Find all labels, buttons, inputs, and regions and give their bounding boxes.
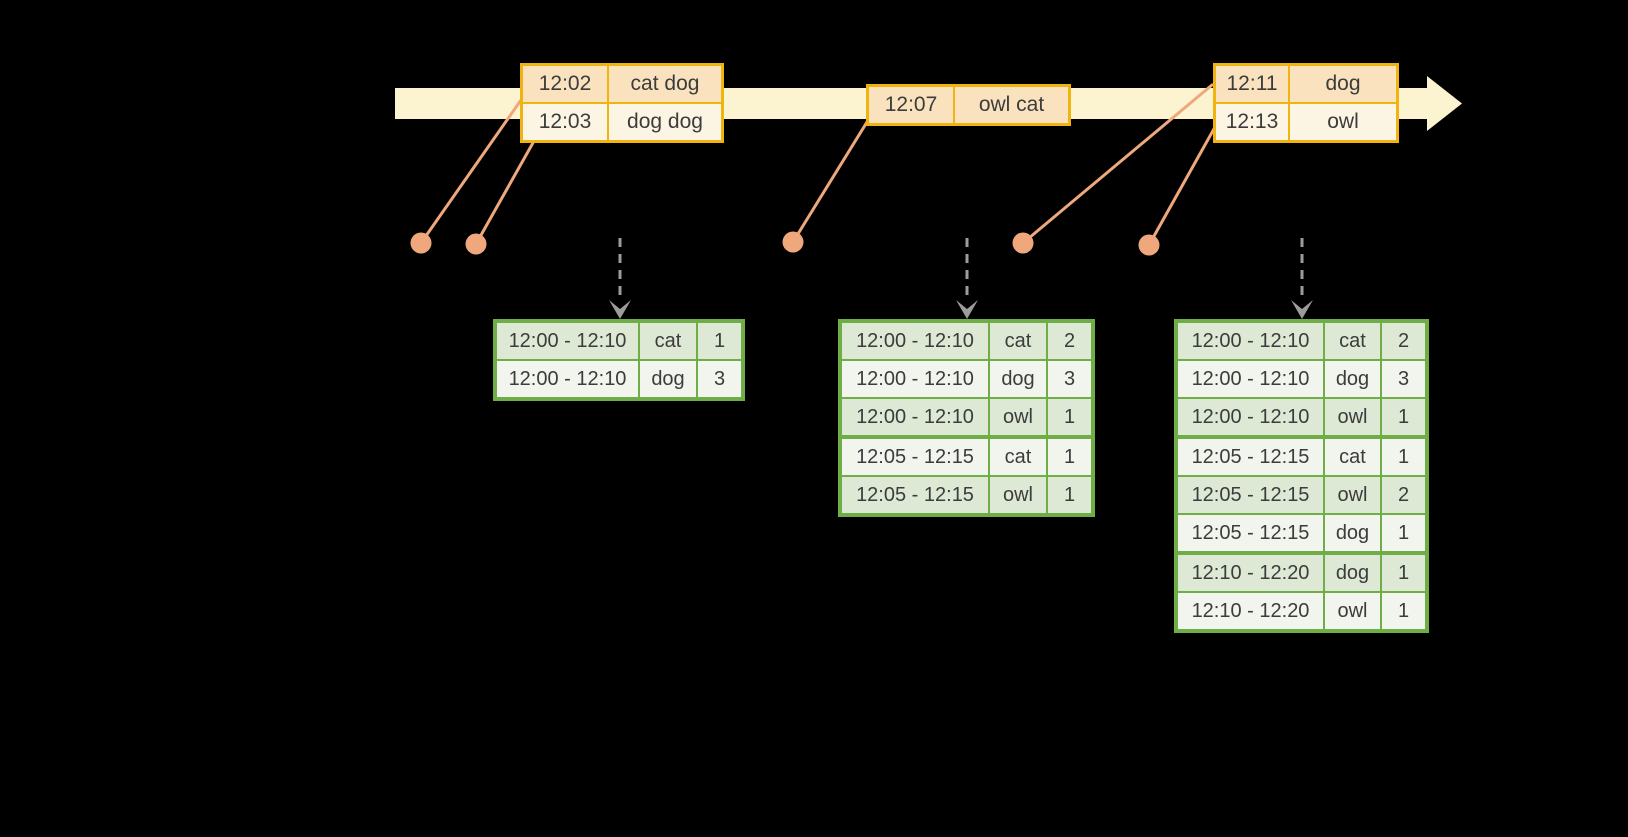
count-cell: 1 [1380, 593, 1425, 629]
word-cell: cat [638, 323, 696, 359]
window-cell: 12:10 - 12:20 [1191, 599, 1310, 622]
count-cell: 1 [1380, 439, 1425, 475]
window-cell: 12:00 - 12:10 [856, 367, 974, 390]
count-cell: 1 [1046, 399, 1091, 435]
word-cell: owl [1323, 477, 1380, 513]
connector-line [791, 120, 869, 244]
words-cell: cat dog [607, 66, 721, 102]
window-cell: 12:05 - 12:15 [856, 445, 974, 468]
count-cell: 3 [1380, 361, 1425, 397]
time-cell: 12:13 [1225, 110, 1279, 133]
connector-line [1021, 83, 1214, 245]
count-cell: 1 [1380, 399, 1425, 435]
event-table-3: 12:11 dog 12:13 owl [1213, 63, 1399, 143]
word-cell: cat [988, 323, 1046, 359]
trigger-arrows [609, 238, 1313, 319]
window-cell: 12:00 - 12:10 [508, 367, 627, 390]
window-cell: 12:00 - 12:10 [1191, 405, 1310, 428]
table-row: 12:03 dog dog [523, 102, 721, 140]
table-row: 12:07 owl cat [869, 87, 1068, 123]
event-connector-lines [419, 83, 1217, 247]
words-cell: dog [1288, 66, 1396, 102]
count-cell: 1 [1380, 555, 1425, 591]
connector-line [1147, 125, 1217, 247]
event-table-2: 12:07 owl cat [866, 84, 1071, 126]
window-cell: 12:00 - 12:10 [508, 329, 627, 352]
time-cell: 12:03 [538, 110, 592, 133]
word-cell: dog [1323, 361, 1380, 397]
count-cell: 2 [1046, 323, 1091, 359]
event-dot-icon [410, 232, 432, 254]
event-dot-icon [1012, 232, 1034, 254]
words-cell: owl cat [953, 87, 1068, 123]
word-cell: cat [988, 439, 1046, 475]
window-cell: 12:05 - 12:15 [1191, 483, 1310, 506]
count-cell: 1 [1046, 439, 1091, 475]
table-row: 12:02 cat dog [523, 66, 721, 102]
event-table-1: 12:02 cat dog 12:03 dog dog [520, 63, 724, 143]
window-cell: 12:00 - 12:10 [1191, 367, 1310, 390]
word-cell: cat [1323, 439, 1380, 475]
event-dot-icon [465, 233, 487, 255]
count-cell: 1 [1046, 477, 1091, 513]
count-cell: 3 [1046, 361, 1091, 397]
window-cell: 12:00 - 12:10 [1191, 329, 1310, 352]
word-cell: cat [1323, 323, 1380, 359]
word-cell: owl [1323, 593, 1380, 629]
word-cell: owl [1323, 399, 1380, 435]
word-cell: owl [988, 477, 1046, 513]
word-cell: dog [1323, 515, 1380, 551]
window-cell: 12:05 - 12:15 [1191, 445, 1310, 468]
count-cell: 1 [696, 323, 741, 359]
connector-line [419, 98, 523, 245]
count-cell: 2 [1380, 477, 1425, 513]
count-cell: 1 [1380, 515, 1425, 551]
event-marker-dots [410, 231, 1160, 256]
time-cell: 12:07 [884, 93, 938, 116]
word-cell: dog [1323, 555, 1380, 591]
word-cell: owl [988, 399, 1046, 435]
words-cell: owl [1288, 104, 1396, 140]
words-cell: dog dog [607, 104, 721, 140]
table-row: 12:13 owl [1216, 102, 1396, 140]
count-cell: 2 [1380, 323, 1425, 359]
window-cell: 12:00 - 12:10 [856, 405, 974, 428]
window-cell: 12:10 - 12:20 [1191, 561, 1310, 584]
window-cell: 12:00 - 12:10 [856, 329, 974, 352]
count-cell: 3 [696, 361, 741, 397]
word-cell: dog [638, 361, 696, 397]
time-cell: 12:11 [1226, 72, 1278, 95]
event-dot-icon [782, 231, 804, 253]
time-cell: 12:02 [538, 72, 592, 95]
word-cell: dog [988, 361, 1046, 397]
window-cell: 12:05 - 12:15 [856, 483, 974, 506]
event-dot-icon [1138, 234, 1160, 256]
window-cell: 12:05 - 12:15 [1191, 521, 1310, 544]
table-row: 12:11 dog [1216, 66, 1396, 102]
connector-line [474, 139, 536, 246]
